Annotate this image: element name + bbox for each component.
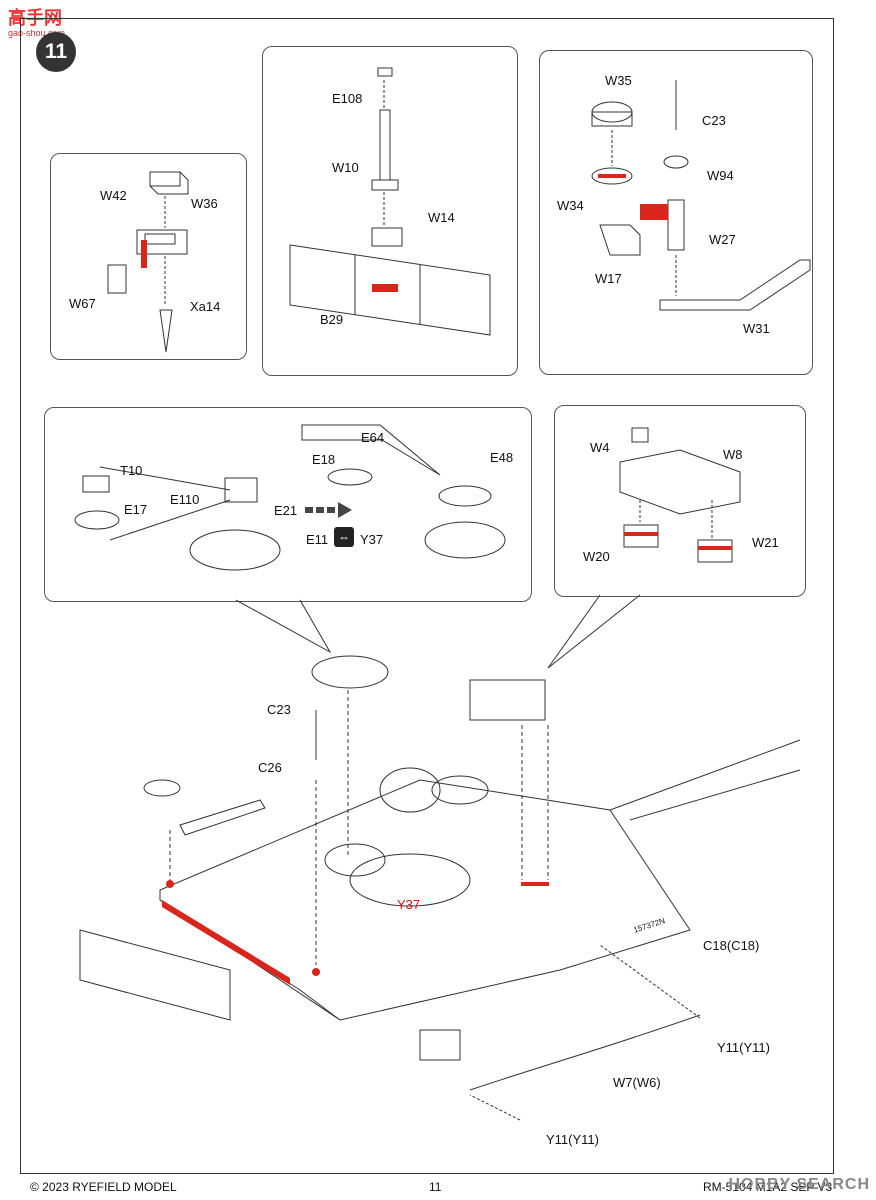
label-w36: W36 — [191, 196, 218, 211]
label-w34: W34 — [557, 198, 584, 213]
label-w21: W21 — [752, 535, 779, 550]
label-y37-panel: Y37 — [360, 532, 384, 547]
highlight-w27 — [640, 204, 668, 220]
label-c23-main: C23 — [267, 702, 291, 717]
label-e64: E64 — [361, 430, 385, 445]
label-w31: W31 — [743, 321, 770, 336]
panel-hatch-parts — [50, 153, 247, 360]
footer-page-number: 11 — [429, 1180, 442, 1194]
label-w42: W42 — [100, 188, 127, 203]
label-w14: W14 — [428, 210, 455, 225]
highlight-b29 — [372, 284, 398, 292]
part-xa14 — [159, 309, 173, 353]
panel-sensor-box — [554, 405, 806, 597]
label-e17: E17 — [124, 502, 148, 517]
footer-copyright: © 2023 RYEFIELD MODEL — [30, 1180, 177, 1194]
label-y11-lower: Y11(Y11) — [546, 1132, 599, 1147]
highlight-c26 — [312, 968, 320, 976]
label-w20: W20 — [583, 549, 610, 564]
label-w35: W35 — [605, 73, 632, 88]
part-w42 — [149, 171, 181, 187]
part-w42-side — [149, 171, 189, 195]
highlight-w31-mount — [166, 880, 174, 888]
label-w27: W27 — [709, 232, 736, 247]
label-w8: W8 — [723, 447, 743, 462]
label-t10: T10 — [120, 463, 143, 478]
watermark-logo-url: gao-shou.com — [8, 28, 66, 38]
highlight-w34 — [598, 174, 626, 178]
step-number-badge: 11 — [36, 32, 76, 72]
label-c23-panel: C23 — [702, 113, 726, 128]
label-xa14: Xa14 — [190, 299, 221, 314]
watermark-hobby-search: HOBBY SEARCH — [728, 1176, 870, 1193]
page-frame — [20, 18, 834, 1174]
label-w7: W7(W6) — [613, 1075, 661, 1090]
part-w36 — [136, 229, 188, 255]
label-e18: E18 — [312, 452, 336, 467]
swap-arrow-icon: ⇔ — [334, 527, 354, 547]
label-c26: C26 — [258, 760, 282, 775]
part-w67 — [107, 264, 127, 294]
label-w10: W10 — [332, 160, 359, 175]
label-y11-upper: Y11(Y11) — [717, 1040, 770, 1055]
panel-periscope-rack — [262, 46, 518, 376]
label-b29: B29 — [320, 312, 344, 327]
label-w17: W17 — [595, 271, 622, 286]
highlight-w8-mount — [521, 882, 549, 886]
label-e21: E21 — [274, 503, 298, 518]
highlight-w21 — [698, 546, 732, 550]
highlight-w20 — [624, 532, 658, 536]
label-e110: E110 — [170, 492, 200, 507]
label-w4: W4 — [590, 440, 610, 455]
label-y37-main: Y37 — [397, 897, 421, 912]
highlight-w36 — [141, 240, 147, 268]
label-e108: E108 — [332, 91, 363, 106]
label-w94: W94 — [707, 168, 734, 183]
label-e11: E11 — [306, 532, 329, 547]
highlight-hull-rail — [162, 900, 290, 985]
label-w67: W67 — [69, 296, 96, 311]
footer-product-code: RM-5104 M1A2 SEP V3 — [703, 1180, 833, 1194]
label-c18: C18(C18) — [703, 938, 760, 953]
label-e48: E48 — [490, 450, 514, 465]
